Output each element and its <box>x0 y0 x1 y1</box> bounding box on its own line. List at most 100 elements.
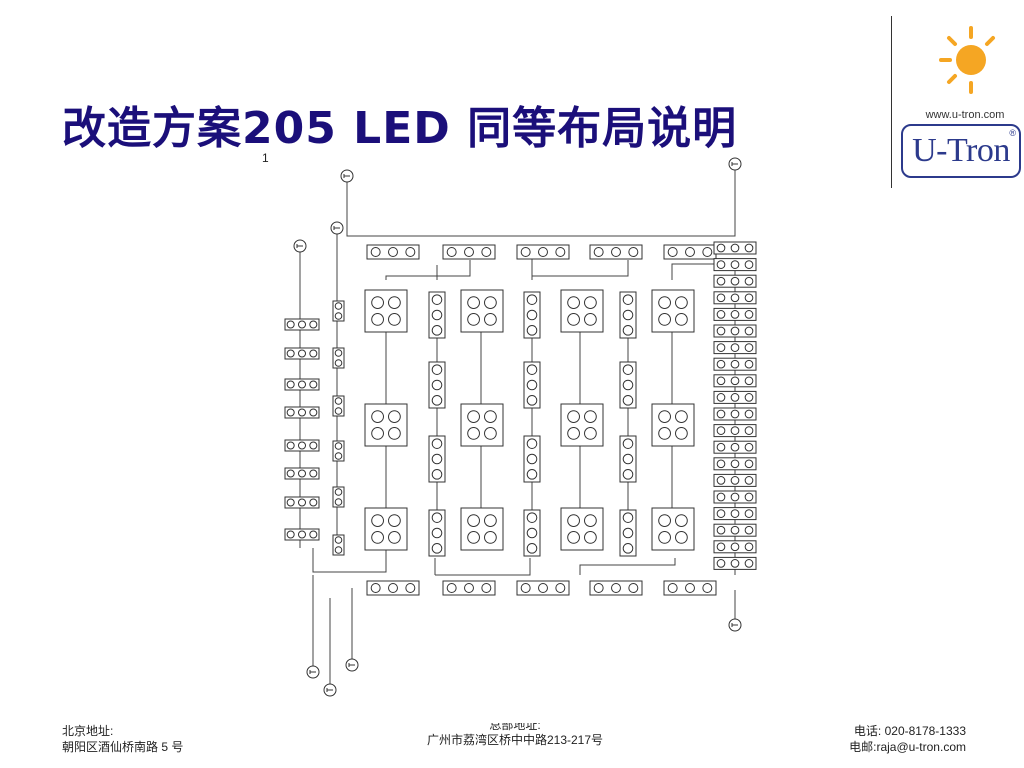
led-strip-horizontal <box>284 439 320 452</box>
led-dot <box>658 514 671 527</box>
led-dot <box>744 326 754 336</box>
led-dot <box>334 359 343 367</box>
led-dot <box>286 530 295 539</box>
led-dot <box>716 476 726 485</box>
led-strip-horizontal <box>713 424 757 438</box>
led-dot <box>716 243 726 253</box>
led-strip-vertical <box>332 486 345 508</box>
led-module-quad <box>460 289 504 333</box>
led-dot <box>730 426 740 435</box>
led-strip-horizontal <box>516 244 570 260</box>
led-dot <box>744 492 754 502</box>
led-dot <box>405 583 416 593</box>
led-dot <box>730 293 740 303</box>
led-dot <box>730 442 740 452</box>
led-dot <box>297 380 307 389</box>
led-dot <box>467 427 480 440</box>
led-dot <box>431 379 443 391</box>
led-dot <box>593 247 604 257</box>
led-dot <box>611 583 621 593</box>
led-module-quad <box>364 289 408 333</box>
u-tron-logo: U-Tron ® <box>901 124 1021 178</box>
led-strip-horizontal <box>284 406 320 419</box>
terminal-connector-icon <box>345 658 359 672</box>
led-dot <box>658 410 671 423</box>
led-strip-horizontal <box>713 390 757 404</box>
led-dot <box>446 583 457 593</box>
footer-left-line1: 北京地址: <box>62 724 114 738</box>
led-strip-vertical <box>523 509 541 557</box>
led-dot <box>675 313 688 326</box>
led-dot <box>744 359 754 369</box>
led-dot <box>371 296 384 309</box>
led-strip-vertical <box>332 440 345 462</box>
footer-mid-line1: 总部地址: <box>489 723 541 732</box>
led-dot <box>622 309 634 321</box>
led-dot <box>716 343 726 352</box>
led-dot <box>716 459 726 469</box>
led-dot <box>467 410 480 423</box>
led-dot <box>622 379 634 391</box>
led-dot <box>371 531 384 544</box>
led-dot <box>388 531 401 544</box>
led-dot <box>309 469 318 478</box>
led-dot <box>567 296 580 309</box>
led-dot <box>567 514 580 527</box>
led-dot <box>431 438 443 449</box>
led-dot <box>467 514 480 527</box>
led-dot <box>658 296 671 309</box>
led-dot <box>730 542 740 552</box>
led-dot <box>716 393 726 402</box>
led-dot <box>526 364 538 375</box>
led-dot <box>716 542 726 552</box>
led-dot <box>744 393 754 402</box>
led-strip-vertical <box>619 361 637 409</box>
led-strip-horizontal <box>713 473 757 487</box>
wire <box>532 260 629 277</box>
led-dot <box>431 469 443 480</box>
led-dot <box>555 247 566 257</box>
led-dot <box>730 376 740 386</box>
led-dot <box>622 469 634 480</box>
led-dot <box>286 441 295 450</box>
terminal-connector-icon <box>293 239 307 253</box>
led-dot <box>431 309 443 321</box>
led-strip-horizontal <box>713 241 757 255</box>
led-dot <box>526 325 538 336</box>
led-dot <box>716 376 726 386</box>
led-dot <box>334 498 343 506</box>
led-dot <box>431 325 443 336</box>
led-dot <box>744 559 754 568</box>
led-dot <box>526 469 538 480</box>
led-strip-vertical <box>332 347 345 369</box>
led-dot <box>297 349 307 358</box>
led-dot <box>526 527 538 539</box>
led-dot <box>309 380 318 389</box>
footer-beijing-address: 北京地址: 朝阳区酒仙桥南路 5 号 <box>62 723 183 755</box>
led-module-quad <box>651 403 695 447</box>
led-dot <box>716 492 726 502</box>
led-strip-horizontal <box>713 407 757 421</box>
led-dot <box>309 320 318 329</box>
led-dot <box>334 488 343 496</box>
led-module-quad <box>560 403 604 447</box>
led-dot <box>484 296 497 309</box>
led-strip-horizontal <box>713 324 757 338</box>
led-dot <box>716 293 726 303</box>
led-strip-vertical <box>619 291 637 339</box>
led-dot <box>744 409 754 419</box>
led-dot <box>675 427 688 440</box>
led-dot <box>716 409 726 419</box>
led-dot <box>744 476 754 485</box>
led-dot <box>730 276 740 286</box>
led-dot <box>526 453 538 465</box>
led-dot <box>667 583 678 593</box>
led-dot <box>744 542 754 552</box>
footer-mid-line2: 广州市荔湾区桥中中路213-217号 <box>426 733 604 747</box>
led-dot <box>658 531 671 544</box>
led-dot <box>388 583 398 593</box>
led-strip-horizontal <box>284 347 320 360</box>
led-dot <box>730 459 740 469</box>
led-dot <box>702 247 713 257</box>
